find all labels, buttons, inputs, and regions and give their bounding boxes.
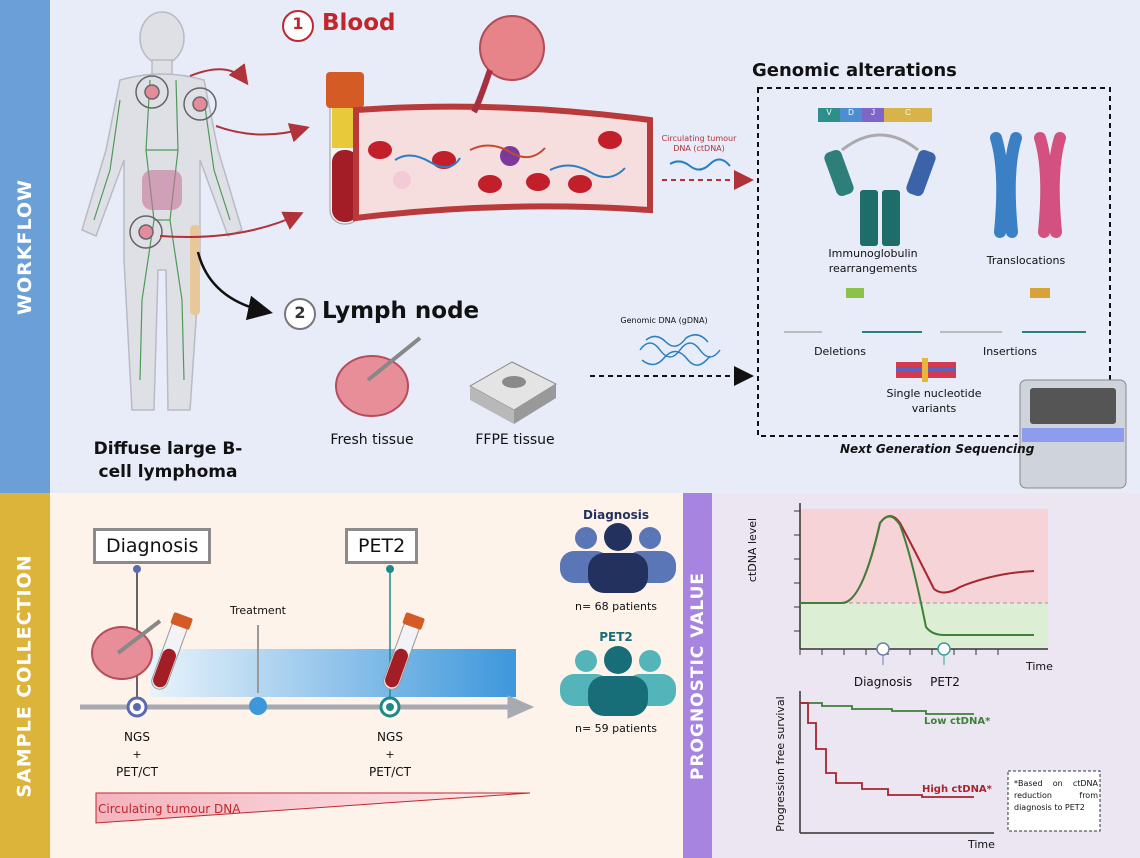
ctdna-wedge-label: Circulating tumour DNA xyxy=(98,802,241,816)
workflow-illustration xyxy=(81,10,1127,489)
lymph-network xyxy=(93,79,231,381)
plus-right-label: + xyxy=(385,748,395,761)
deletion-strand-icon xyxy=(784,288,922,333)
ctdna-x-label: Time xyxy=(1026,660,1053,673)
vdjc-labels: V D J C xyxy=(818,108,932,122)
blood-vessel-icon xyxy=(353,103,653,222)
workflow-title: WORKFLOW xyxy=(14,178,37,315)
footnote-box xyxy=(1007,770,1101,832)
ctdna-x-ticks xyxy=(799,649,999,655)
arrow-to-blood-2 xyxy=(215,123,310,143)
ffpe-tissue-icon xyxy=(468,361,558,424)
ngs-right-label: NGS xyxy=(377,730,403,744)
fresh-tissue-label: Fresh tissue xyxy=(330,432,414,448)
pet2-cohort-icon xyxy=(560,646,676,716)
sequencer-icon xyxy=(1019,379,1127,489)
ctdna-strand-icon xyxy=(669,158,731,171)
prognostic-sidebar: PROGNOSTIC VALUE xyxy=(683,493,712,858)
workflow-sidebar: WORKFLOW xyxy=(0,0,50,493)
genomic-alterations-box xyxy=(757,87,1111,437)
pfs-x-label: Time xyxy=(968,838,995,851)
step-1-number: 1 xyxy=(292,14,304,33)
human-body-icon xyxy=(81,11,243,411)
lymph-node-title: Lymph node xyxy=(322,298,480,324)
blood-tube-right-icon xyxy=(383,612,425,690)
vdjc-j: J xyxy=(871,108,875,117)
ctdna-y-ticks xyxy=(794,510,800,632)
tumor-icon xyxy=(471,15,545,114)
cohort-diagnosis-title: Diagnosis xyxy=(583,508,649,522)
treatment-band xyxy=(150,649,516,697)
cohort-pet2-n: n= 59 patients xyxy=(574,722,658,735)
blood-tube-icon xyxy=(326,72,364,225)
ffpe-tissue-label: FFPE tissue xyxy=(475,432,555,448)
step-2-number: 2 xyxy=(294,303,306,322)
deletions-label: Deletions xyxy=(814,345,866,358)
gdna-icon xyxy=(639,334,721,366)
gdna-arrow-label: Genomic DNA (gDNA) xyxy=(620,316,708,325)
petct-left-label: PET/CT xyxy=(116,765,158,779)
genomic-alterations-title: Genomic alterations xyxy=(752,60,957,81)
cohort-diagnosis-n: n= 68 patients xyxy=(574,600,658,613)
bone-icon xyxy=(190,225,200,315)
translocations-label: Translocations xyxy=(986,254,1066,267)
arrow-to-lymph xyxy=(196,251,273,321)
ctdna-wedge xyxy=(95,792,531,824)
insertions-label: Insertions xyxy=(982,345,1038,358)
sample-collection-illustration xyxy=(80,523,676,824)
disease-label: Diffuse large B-cell lymphoma xyxy=(93,439,243,482)
ctdna-y-label: ctDNA level xyxy=(746,517,759,583)
vdjc-d: D xyxy=(848,108,854,117)
arrow-to-blood-1 xyxy=(189,63,249,86)
sample-collection-title: SAMPLE COLLECTION xyxy=(14,553,36,798)
immunoglobulin-label: Immunoglobulin rearrangements xyxy=(828,247,918,275)
pfs-y-label: Progression free survival xyxy=(774,696,787,832)
pet2-box: PET2 xyxy=(345,528,419,564)
pfs-high-label: High ctDNA* xyxy=(922,784,992,795)
tissue-sample-icon xyxy=(91,619,162,680)
pfs-high-curve xyxy=(800,702,974,798)
insertion-strand-icon xyxy=(940,288,1086,333)
ngs-left-label: NGS xyxy=(124,730,150,744)
intestine-icon xyxy=(142,170,182,210)
pfs-low-curve xyxy=(800,702,974,715)
ctdna-high-zone xyxy=(800,509,1048,603)
step-2-circle xyxy=(284,298,316,330)
ctdna-pet2-marker xyxy=(937,642,951,665)
snv-label: Single nucleotide variants xyxy=(886,387,982,415)
petct-right-label: PET/CT xyxy=(369,765,411,779)
ctdna-diagnosis-marker xyxy=(876,642,890,665)
footnote-text: *Based on ctDNA reduction from diagnosis… xyxy=(1014,779,1098,812)
ctdna-pet2-label: PET2 xyxy=(930,675,960,689)
plus-left-label: + xyxy=(132,748,142,761)
treatment-label: Treatment xyxy=(230,604,286,617)
vdjc-c: C xyxy=(905,108,911,117)
ctdna-arrow-label: Circulating tumour DNA (ctDNA) xyxy=(661,134,737,153)
timeline-arrow xyxy=(80,695,535,719)
cohort-pet2-title: PET2 xyxy=(599,630,633,644)
ctdna-low-curve xyxy=(800,515,1034,636)
antibody-icon xyxy=(824,133,936,246)
pfs-low-label: Low ctDNA* xyxy=(924,716,991,727)
sample-collection-sidebar: SAMPLE COLLECTION xyxy=(0,493,50,858)
blood-title: Blood xyxy=(322,10,396,36)
prognostic-title: PROGNOSTIC VALUE xyxy=(687,571,708,780)
fresh-tissue-icon xyxy=(335,336,422,417)
chromosome-icon xyxy=(990,132,1066,238)
blood-tube-left-icon xyxy=(151,612,193,690)
diagnosis-box: Diagnosis xyxy=(93,528,212,564)
snv-strand-icon xyxy=(896,358,956,382)
ctdna-low-zone xyxy=(800,603,1048,647)
tumor-sites xyxy=(129,75,217,249)
vdjc-v: V xyxy=(826,108,832,117)
treatment-marker xyxy=(249,697,267,715)
prognostic-charts xyxy=(794,503,1101,834)
ctdna-diagnosis-label: Diagnosis xyxy=(853,675,913,689)
arrow-to-blood-3 xyxy=(159,211,304,239)
vdjc-bar xyxy=(818,108,932,122)
diagnosis-cohort-icon xyxy=(560,523,676,593)
step-1-circle xyxy=(282,10,314,42)
ngs-label: Next Generation Sequencing xyxy=(840,442,1035,456)
